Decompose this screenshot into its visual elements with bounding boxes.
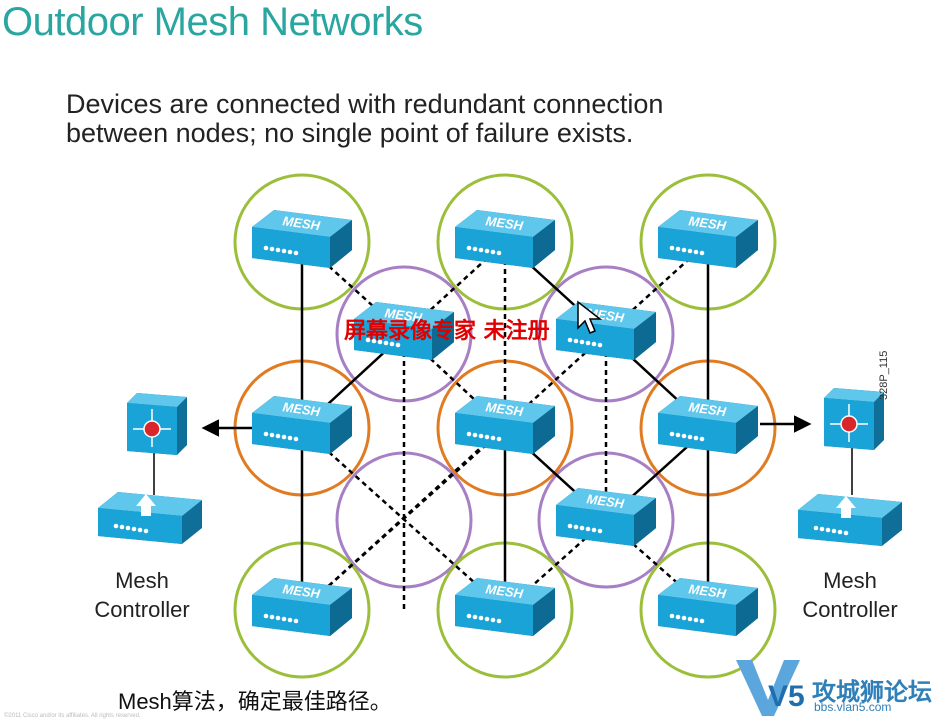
wlan-controller-icon: [98, 492, 202, 544]
switch-icon: [824, 388, 884, 450]
mesh-node-label: MESH: [586, 491, 626, 511]
logo-mark: V5: [768, 680, 805, 713]
mesh-node-label: MESH: [688, 213, 728, 233]
mesh-node-label: MESH: [688, 581, 728, 601]
right-controller-label: Mesh Controller: [790, 566, 910, 624]
mesh-node-label: MESH: [282, 399, 322, 419]
left-controller-label-line1: Mesh: [115, 568, 169, 593]
mesh-node-label: MESH: [485, 399, 525, 419]
caption: Mesh算法，确定最佳路径。: [118, 689, 392, 714]
site-logo: V5: [736, 660, 805, 716]
right-controller-label-line2: Controller: [802, 597, 898, 622]
left-controller: [98, 393, 202, 544]
mesh-node-label: MESH: [688, 399, 728, 419]
mesh-node: MESH: [455, 210, 555, 268]
mesh-node-label: MESH: [586, 305, 626, 325]
subtitle-line-1: Devices are connected with redundant con…: [66, 89, 664, 119]
mesh-node: MESH: [455, 578, 555, 636]
mesh-node-label: MESH: [485, 581, 525, 601]
mesh-node: MESH: [252, 578, 352, 636]
mesh-node: MESH: [354, 302, 454, 360]
mesh-node-label: MESH: [282, 581, 322, 601]
mesh-node: MESH: [658, 578, 758, 636]
mesh-nodes: MESH MESH MESH MESH MESH MESH MESH MESH MESH MESH…: [252, 210, 758, 636]
mesh-node-label: MESH: [282, 213, 322, 233]
mouse-pointer-icon: [577, 300, 603, 334]
mesh-node-label: MESH: [485, 213, 525, 233]
left-controller-label: Mesh Controller: [82, 566, 202, 624]
left-controller-label-line2: Controller: [94, 597, 190, 622]
copyright-note: ©2011 Cisco and/or its affiliates. All r…: [4, 713, 141, 719]
mesh-node: MESH: [556, 302, 656, 360]
recorder-watermark: 屏幕录像专家 未注册: [344, 318, 550, 344]
switch-icon: [127, 393, 187, 455]
logo-url: bbs.vlan5.com: [814, 700, 892, 714]
mesh-node: MESH: [252, 396, 352, 454]
subtitle: Devices are connected with redundant con…: [66, 90, 663, 148]
figure-code: 328P_115: [878, 350, 890, 400]
mesh-node: MESH: [252, 210, 352, 268]
mesh-node: MESH: [455, 396, 555, 454]
mesh-node: MESH: [556, 488, 656, 546]
right-controller-label-line1: Mesh: [823, 568, 877, 593]
logo-text: 攻城狮论坛: [812, 679, 932, 706]
mesh-node: MESH: [658, 210, 758, 268]
dashed-link: [301, 333, 607, 611]
wlan-controller-icon: [798, 494, 902, 546]
mesh-node: MESH: [658, 396, 758, 454]
right-controller: [798, 388, 902, 546]
mesh-node-label: MESH: [384, 305, 424, 325]
page-title: Outdoor Mesh Networks: [2, 0, 423, 44]
subtitle-line-2: between nodes; no single point of failur…: [66, 118, 634, 148]
